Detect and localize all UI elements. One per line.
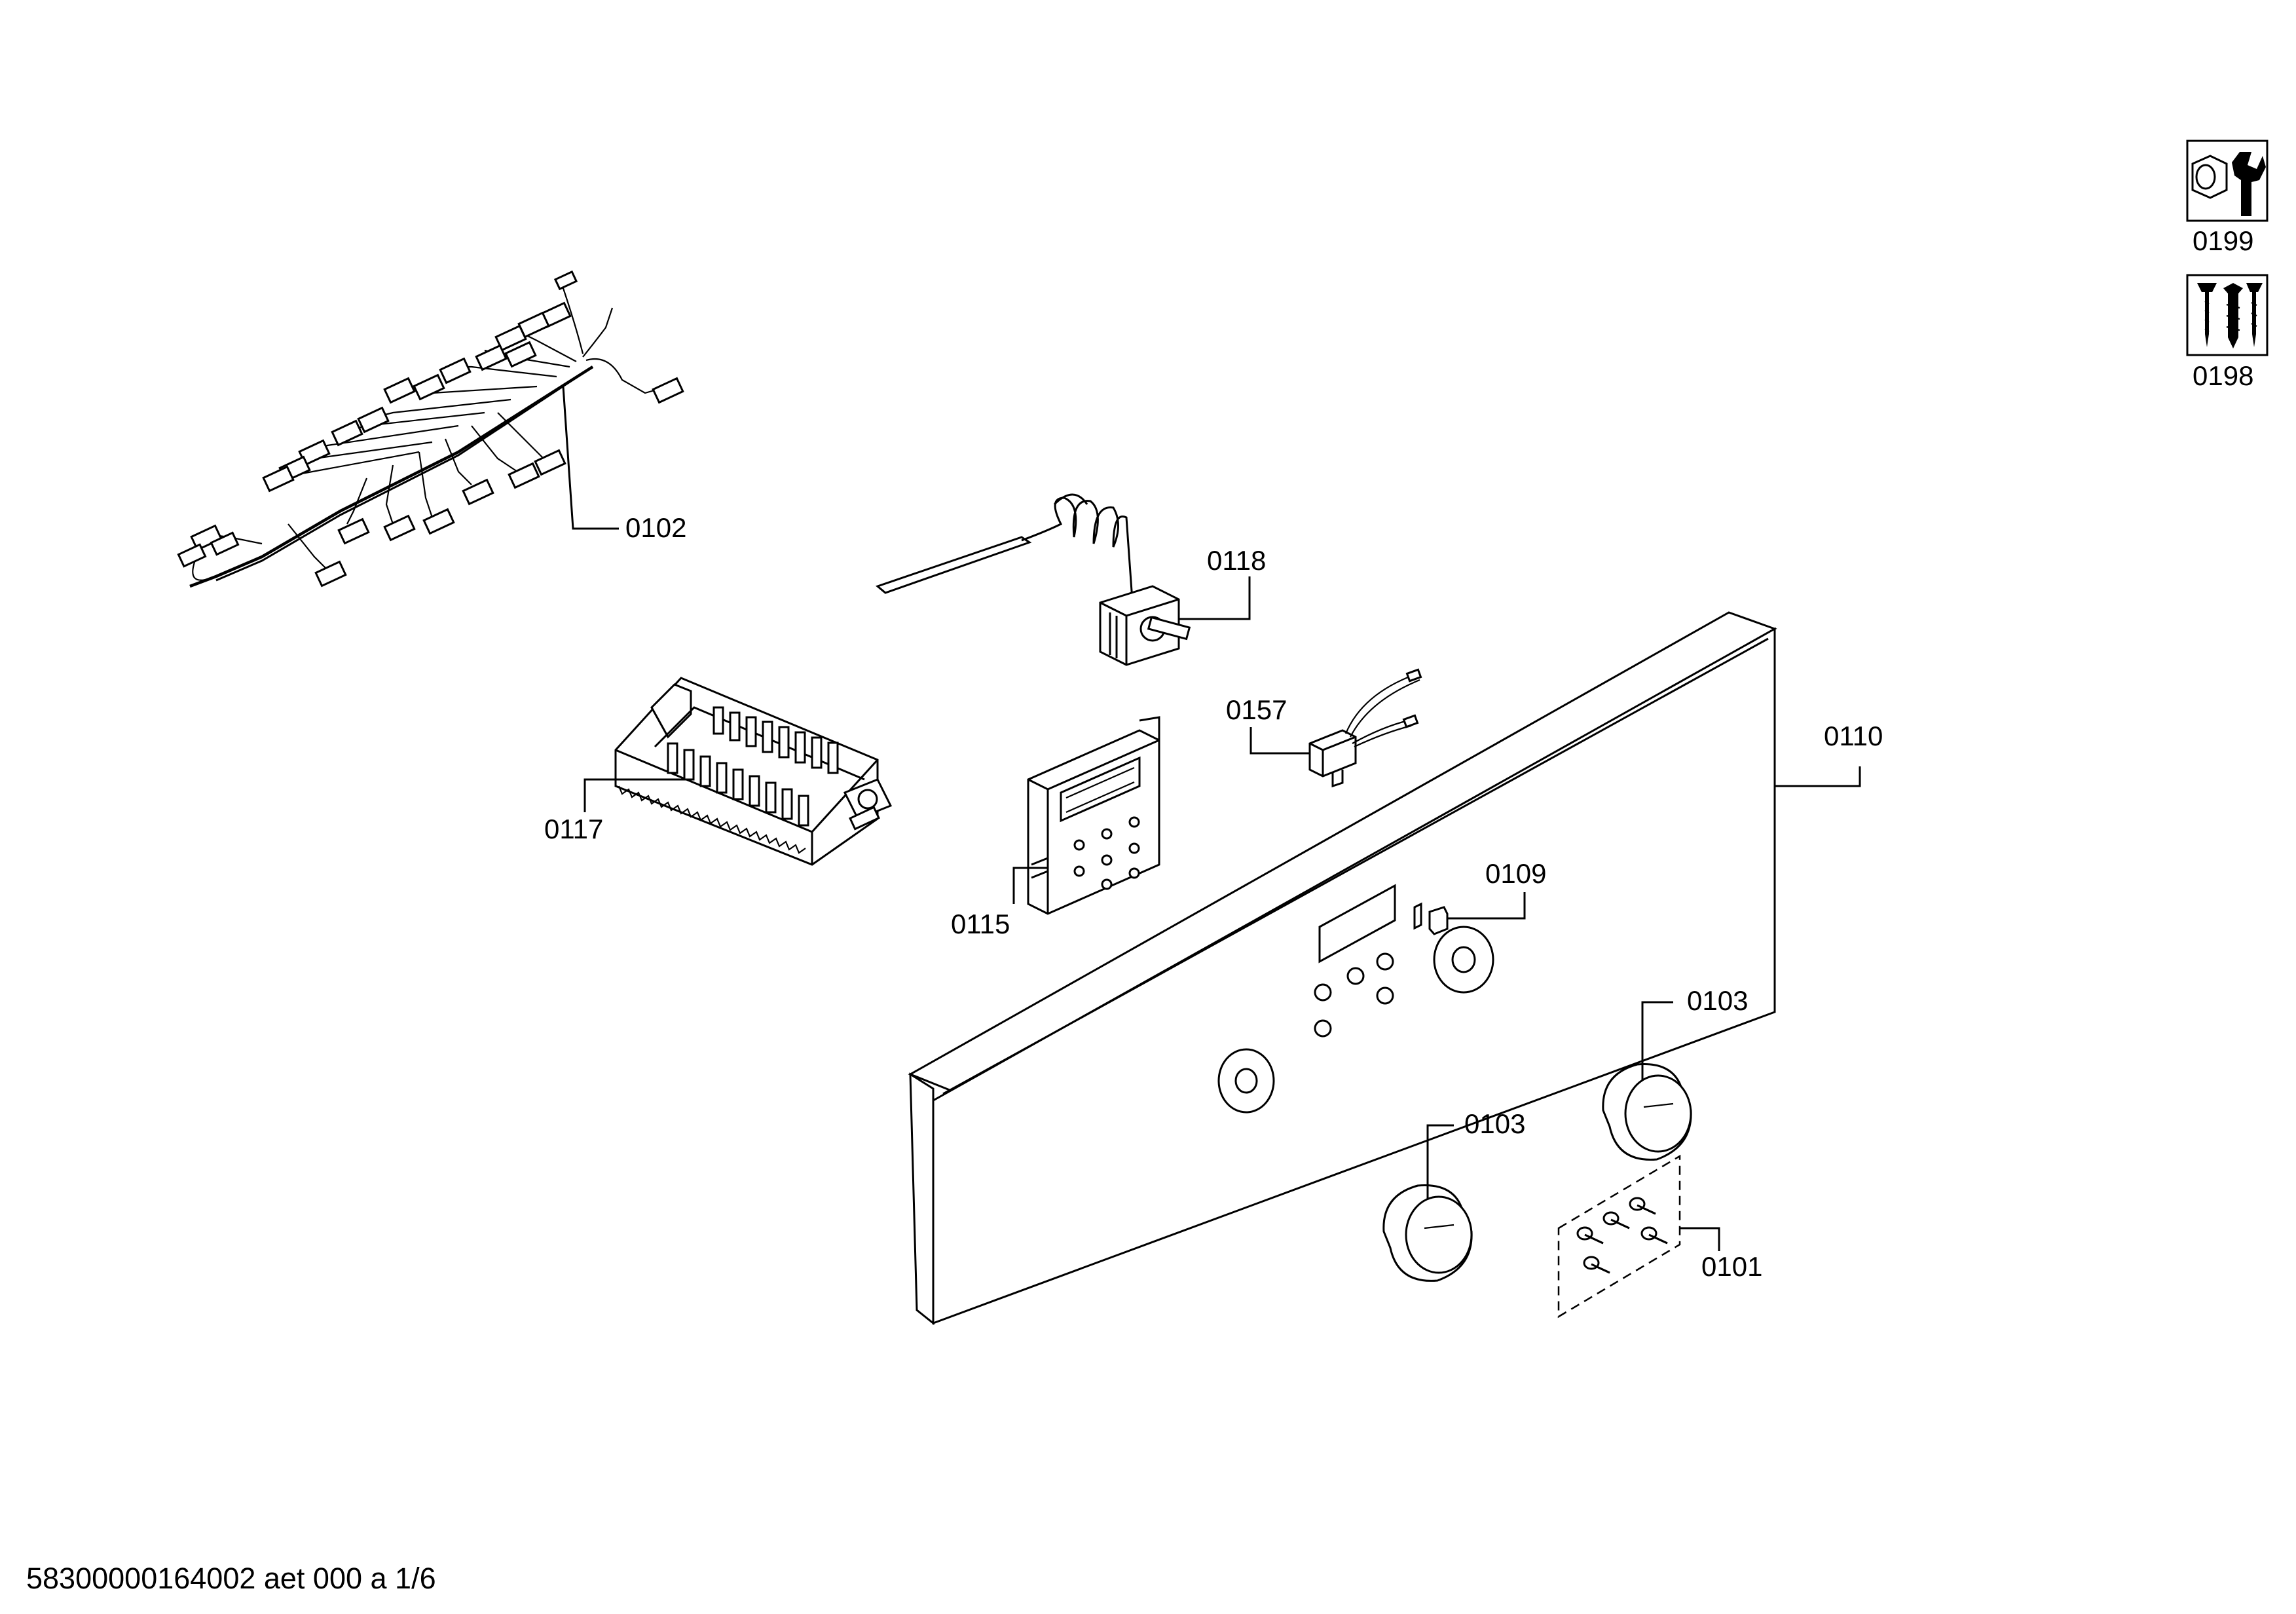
part-label-0118: 0118 <box>1207 545 1266 576</box>
part-label-0102: 0102 <box>625 512 686 543</box>
thermostat-drawing <box>875 493 1251 666</box>
switch-drawing <box>1250 668 1422 788</box>
part-label-0109: 0109 <box>1485 858 1546 889</box>
leader-line-0101 <box>1680 1227 1720 1251</box>
part-label-0101: 0101 <box>1701 1251 1762 1282</box>
document-id: 58300000164002 aet 000 a 1/6 <box>26 1562 436 1595</box>
leader-line-0118 <box>1179 576 1251 620</box>
leader-line-0115 <box>1012 867 1048 904</box>
screws-drawing <box>1557 1154 1720 1319</box>
leader-line-0103-upper <box>1641 1001 1673 1081</box>
part-label-0103-upper: 0103 <box>1687 985 1748 1016</box>
leader-line-0117 <box>583 778 688 812</box>
screws-icon <box>2186 274 2268 356</box>
leader-line-0102 <box>562 386 619 530</box>
selector-switch-drawing <box>583 677 893 866</box>
part-label-0199: 0199 <box>2193 225 2253 256</box>
part-label-0157: 0157 <box>1226 694 1287 725</box>
electronic-module-drawing <box>1012 716 1160 915</box>
wiring-harness-drawing <box>177 270 684 588</box>
part-label-0117: 0117 <box>544 814 603 844</box>
part-label-0103-lower: 0103 <box>1464 1108 1525 1139</box>
leader-line-0157 <box>1250 727 1310 755</box>
leader-line-0109 <box>1447 892 1526 920</box>
indicator-drawing <box>1413 892 1526 935</box>
part-label-0115: 0115 <box>951 909 1010 939</box>
wrench-icon <box>2186 140 2268 222</box>
leader-line-0103-lower <box>1426 1124 1454 1199</box>
leader-line-0110 <box>1775 766 1861 787</box>
part-label-0110: 0110 <box>1824 721 1883 751</box>
part-label-0198: 0198 <box>2193 360 2253 391</box>
control-panel-drawing <box>908 611 1861 1326</box>
knob-drawing-lower <box>1382 1124 1473 1282</box>
knob-drawing-upper <box>1602 1001 1692 1161</box>
